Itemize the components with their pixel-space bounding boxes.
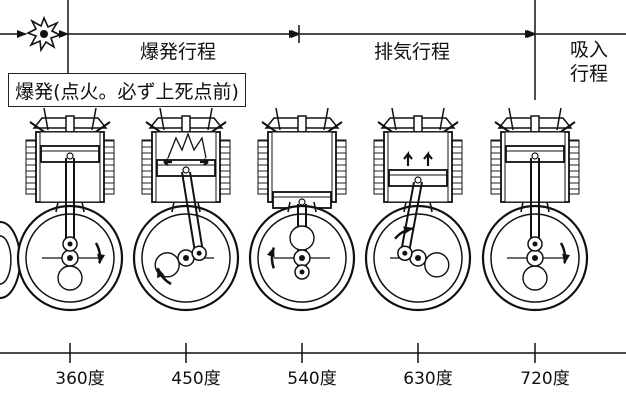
intake-stroke-label-line1: 吸入 (570, 39, 609, 61)
crank-rotation-arrow-icon (94, 242, 106, 265)
degree-label-360: 360度 (55, 369, 105, 389)
exhaust-stroke-label: 排気行程 (374, 41, 451, 63)
crank-rotation-arrow-icon (266, 246, 276, 269)
ignition-callout: 爆発(点火。必ず上死点前) (8, 73, 246, 107)
degree-label-630: 630度 (403, 369, 453, 389)
crank-rotation-arrow-icon (559, 242, 571, 265)
crank-rotation-arrow-icon (394, 226, 414, 240)
degree-label-720: 720度 (520, 369, 570, 389)
engine-360 (16, 107, 124, 312)
degree-axis (0, 343, 626, 363)
intake-stroke-label-line2: 行程 (570, 63, 609, 85)
stroke-timeline (0, 0, 626, 100)
engine-540 (248, 107, 356, 312)
crank-rotation-arrow-icon (156, 267, 172, 286)
spark-icon (26, 15, 63, 53)
engine-720 (481, 107, 589, 312)
engine-450 (132, 107, 240, 312)
engine-630 (364, 107, 472, 312)
combustion-stroke-label: 爆発行程 (140, 41, 217, 63)
degree-label-450: 450度 (171, 369, 221, 389)
degree-label-540: 540度 (287, 369, 337, 389)
